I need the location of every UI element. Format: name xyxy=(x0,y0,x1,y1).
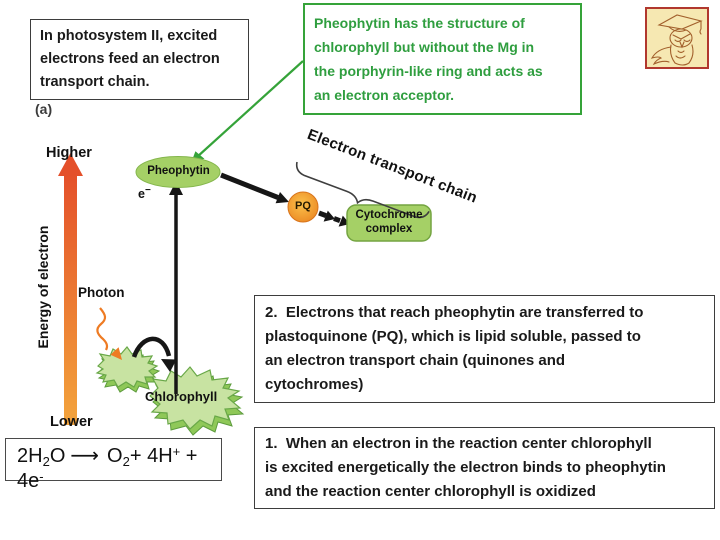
intro-line: transport chain. xyxy=(40,74,150,90)
electron-up-arrow xyxy=(169,181,183,394)
pheophytin-label: Pheophytin xyxy=(147,165,210,177)
pheophytin-callout-box: Pheophytin has the structure of chloroph… xyxy=(303,3,582,115)
note2-line: 2. Electrons that reach pheophytin are t… xyxy=(265,304,644,321)
cytochrome-label: Cytochrome complex xyxy=(347,208,431,236)
axis-higher-label: Higher xyxy=(46,145,92,161)
electron-label: e− xyxy=(138,185,151,201)
intro-line: electrons feed an electron xyxy=(40,51,220,67)
note2-line: an electron transport chain (quinones an… xyxy=(265,352,566,369)
chlorophyll-label: Chlorophyll xyxy=(145,389,218,404)
chlorophyll-small-blob xyxy=(95,346,161,393)
chlorophyll-big-blob xyxy=(149,366,245,436)
energy-axis-arrow xyxy=(58,153,83,425)
electron-base: e xyxy=(138,187,145,202)
pq-node xyxy=(287,191,319,223)
eq-4h: + 4H xyxy=(129,445,173,467)
callout-line: the porphyrin-like ring and acts as xyxy=(314,63,543,79)
eq-o2: O xyxy=(107,445,123,467)
note1-line: and the reaction center chlorophyll is o… xyxy=(265,483,596,500)
pheophytin-to-pq-arrow xyxy=(220,172,289,204)
water-splitting-equation-box: 2H2O⟶O2+ 4H+ + 4e- xyxy=(5,438,222,492)
pq-to-cytochrome-arrows xyxy=(318,210,350,227)
eq-sub2: 2 xyxy=(42,454,50,469)
etc-brace xyxy=(295,161,430,219)
cytochrome-node xyxy=(346,204,432,242)
excitation-curved-arrow xyxy=(131,336,177,372)
eq-minus-sup: - xyxy=(39,469,44,484)
electron-sup: − xyxy=(144,185,151,196)
eq-2h: 2H xyxy=(17,445,43,467)
panel-label: (a) xyxy=(35,101,53,117)
note2-line: cytochromes) xyxy=(265,376,364,393)
note1-line: is excited energetically the electron bi… xyxy=(265,459,666,476)
pq-label: PQ xyxy=(295,200,311,212)
owl-logo xyxy=(645,7,709,69)
intro-text-box: In photosystem II, excited electrons fee… xyxy=(30,19,249,100)
eq-plus-sup: + xyxy=(172,444,181,459)
pheophytin-node xyxy=(135,156,221,188)
note-1-box: 1. When an electron in the reaction cent… xyxy=(254,427,715,509)
photon-label: Photon xyxy=(78,285,125,300)
cytochrome-line1: Cytochrome xyxy=(355,209,423,221)
note-2-box: 2. Electrons that reach pheophytin are t… xyxy=(254,295,715,403)
axis-lower-label: Lower xyxy=(50,414,93,430)
callout-line: an electron acceptor. xyxy=(314,87,455,103)
intro-line: In photosystem II, excited xyxy=(40,28,218,44)
reaction-arrow: ⟶ xyxy=(70,443,100,467)
owl-graduate-icon xyxy=(650,14,703,66)
note2-line: plastoquinone (PQ), which is lipid solub… xyxy=(265,328,641,345)
photon-squiggle-arrow xyxy=(96,307,122,360)
callout-line: chlorophyll but without the Mg in xyxy=(314,39,535,55)
eq-sub2b: 2 xyxy=(122,454,130,469)
axis-title: Energy of electron xyxy=(35,225,51,349)
eq-4e: + 4e xyxy=(17,445,198,492)
callout-line: Pheophytin has the structure of xyxy=(314,15,525,31)
cytochrome-line2: complex xyxy=(365,223,413,235)
note1-line: 1. When an electron in the reaction cent… xyxy=(265,435,652,452)
eq-o: O xyxy=(49,445,66,467)
